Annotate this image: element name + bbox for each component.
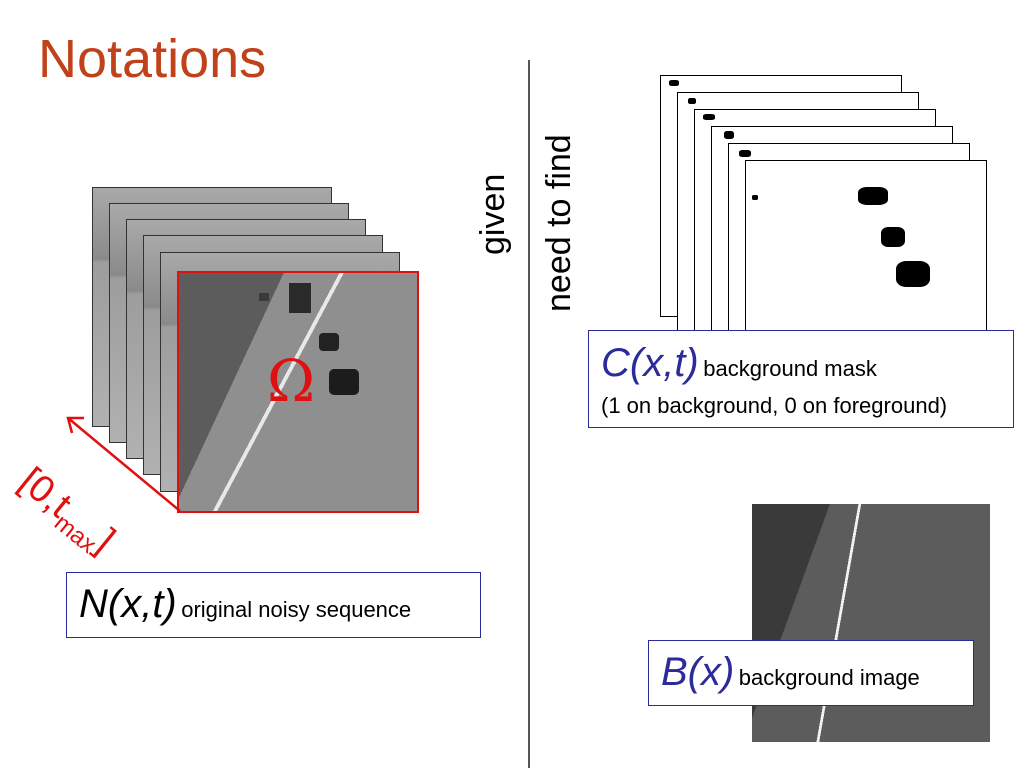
- noisy-sequence-symbol: N(x,t): [79, 582, 177, 626]
- background-road-image: [752, 504, 990, 742]
- background-image-symbol: B(x): [661, 650, 735, 694]
- noisy-sequence-desc: original noisy sequence: [181, 597, 412, 622]
- time-axis-arrow: [66, 416, 181, 512]
- background-mask-symbol: C(x,t): [601, 341, 699, 385]
- background-mask-note: (1 on background, 0 on foreground): [601, 393, 948, 418]
- omega-symbol: Ω: [267, 347, 316, 415]
- background-mask-desc: background mask: [703, 356, 877, 381]
- background-image-box: B(x) background image: [648, 640, 974, 706]
- mask-frame-front: [745, 160, 987, 352]
- background-mask-box: C(x,t) background mask (1 on background,…: [588, 330, 1014, 428]
- divider-line: [528, 60, 530, 768]
- need-to-find-label: need to find: [540, 134, 578, 312]
- background-image-desc: background image: [738, 665, 920, 690]
- car-2: [329, 369, 359, 395]
- car-3: [259, 293, 269, 301]
- noisy-sequence-box: N(x,t) original noisy sequence: [66, 572, 481, 638]
- slide-title: Notations: [38, 29, 267, 89]
- noisy-frame-front: Ω: [177, 271, 419, 513]
- car-1: [319, 333, 339, 351]
- given-label: given: [474, 173, 512, 255]
- truck: [289, 283, 311, 313]
